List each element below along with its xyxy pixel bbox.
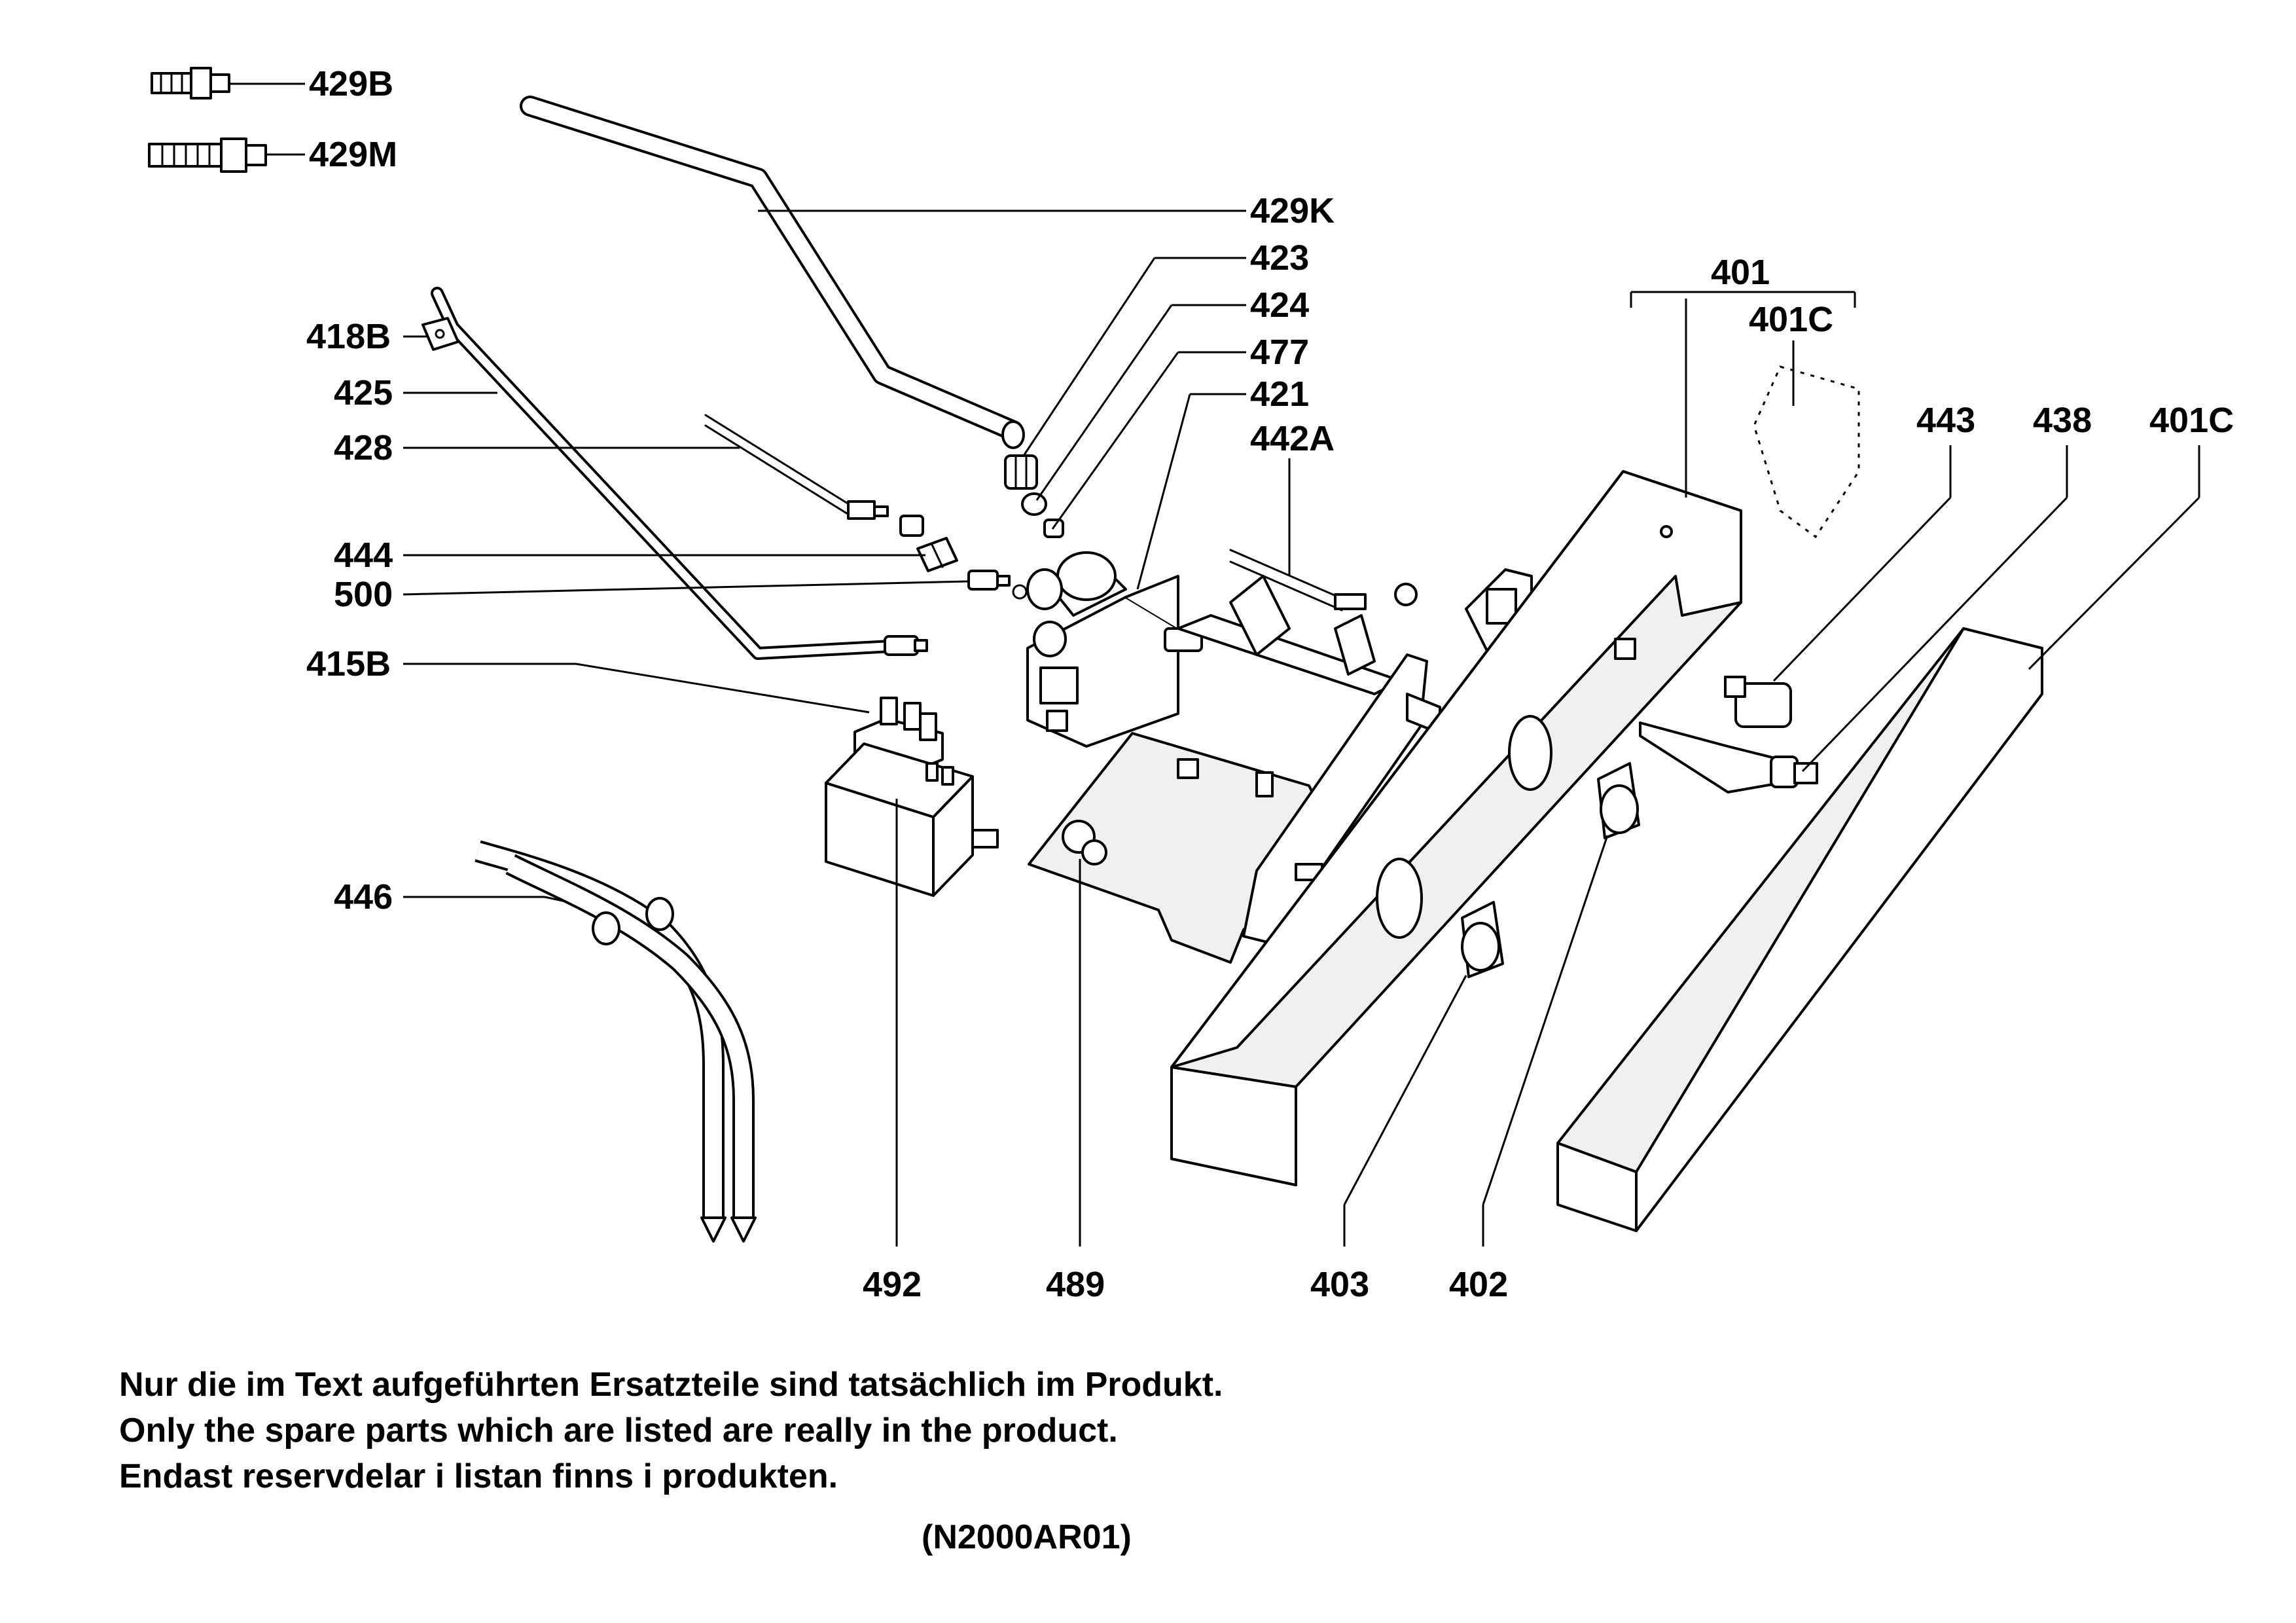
label-446: 446 xyxy=(334,877,393,917)
part-492-switch xyxy=(825,742,999,897)
note-german: Nur die im Text aufgeführten Ersatzteile… xyxy=(119,1366,1223,1404)
label-500: 500 xyxy=(334,575,393,614)
part-500-spark-plug xyxy=(967,570,1028,600)
part-403-knob xyxy=(1461,901,1504,978)
label-401: 401 xyxy=(1711,253,1770,292)
label-401C-top: 401C xyxy=(1749,300,1833,339)
label-425: 425 xyxy=(334,373,393,412)
label-477: 477 xyxy=(1250,333,1309,372)
label-443: 443 xyxy=(1916,401,1975,440)
label-424: 424 xyxy=(1250,285,1309,325)
part-429B-nozzle xyxy=(151,67,230,100)
part-428-wire xyxy=(704,414,924,537)
label-403: 403 xyxy=(1310,1265,1369,1304)
part-labels: 429B 429M 429K 423 424 477 421 442A 418B… xyxy=(306,64,2234,1304)
label-442A: 442A xyxy=(1250,419,1335,458)
part-423-nut xyxy=(1004,454,1038,490)
label-428: 428 xyxy=(334,428,393,467)
part-418B-clip xyxy=(422,317,459,351)
label-444: 444 xyxy=(334,536,393,575)
part-489-bracket xyxy=(1028,568,1533,964)
part-446-hoses xyxy=(475,840,757,1243)
part-443-switch xyxy=(1724,676,1792,728)
label-489: 489 xyxy=(1046,1265,1105,1304)
label-429K: 429K xyxy=(1250,191,1335,230)
part-444-fitting xyxy=(916,537,958,572)
note-swedish: Endast reservdelar i listan finns i prod… xyxy=(119,1457,838,1495)
label-418B: 418B xyxy=(306,317,391,356)
part-429K-gas-pipe xyxy=(520,96,1025,449)
label-421: 421 xyxy=(1250,374,1309,414)
part-402-knob xyxy=(1597,762,1640,839)
label-492: 492 xyxy=(863,1265,922,1304)
leader-lines xyxy=(229,82,2200,1247)
label-429M: 429M xyxy=(309,135,397,174)
label-415B: 415B xyxy=(306,644,391,684)
disclaimer-notes: Nur die im Text aufgeführten Ersatzteile… xyxy=(119,1362,1223,1499)
note-english: Only the spare parts which are listed ar… xyxy=(119,1412,1118,1450)
part-401C-end-cap-top xyxy=(1753,365,1860,539)
label-402: 402 xyxy=(1449,1265,1508,1304)
part-424-seal xyxy=(1021,492,1047,516)
part-401-control-panel xyxy=(1170,470,1742,1186)
part-442A-probe xyxy=(1229,549,1367,611)
part-429M-nozzle xyxy=(148,137,267,173)
label-429B: 429B xyxy=(309,64,393,103)
label-423: 423 xyxy=(1250,238,1309,278)
part-401C-trim-strip xyxy=(1556,627,2043,1232)
part-421-gas-valve xyxy=(1026,551,1203,748)
part-425-thermocouple xyxy=(431,287,928,660)
part-438-ignition xyxy=(1639,721,1818,793)
label-438: 438 xyxy=(2033,401,2092,440)
label-401C-right: 401C xyxy=(2149,401,2234,440)
drawing-code: (N2000AR01) xyxy=(922,1518,1132,1556)
